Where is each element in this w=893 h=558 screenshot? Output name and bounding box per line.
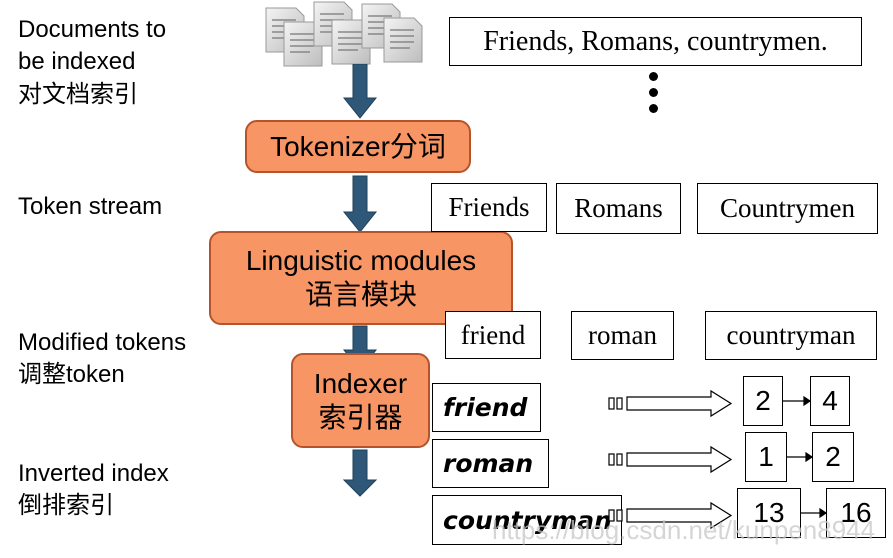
posting-box: 2 — [743, 376, 783, 426]
tokenizer-block: Tokenizer分词 — [245, 120, 471, 173]
posting-link-arrows — [783, 395, 828, 519]
watermark: https://blog.csdn.net/kunpen8944 — [492, 515, 876, 545]
pointer-arrow-icon — [608, 445, 733, 474]
linguistic-modules-block: Linguistic modules 语言模块 — [209, 231, 513, 325]
document-sheet-2 — [283, 21, 323, 67]
document-sheet-6 — [383, 17, 423, 63]
posting-box: 4 — [810, 376, 850, 426]
arrow-right-icon — [819, 507, 828, 519]
pointer-arrows — [608, 389, 733, 530]
ellipsis-dot — [649, 104, 658, 113]
pointer-arrow-icon — [608, 501, 733, 530]
indexer-label-line2: 索引器 — [318, 401, 403, 433]
posting-box: 2 — [812, 432, 854, 482]
ellipsis-dot — [649, 88, 658, 97]
posting-box: 16 — [826, 488, 886, 538]
pointer-arrow-icon — [608, 389, 733, 418]
index-term-box: friend — [432, 383, 541, 432]
indexer-label-line1: Indexer — [313, 367, 408, 399]
modified-token-box: countryman — [705, 311, 877, 360]
arrow-right-icon — [803, 395, 812, 407]
index-term-box: roman — [432, 439, 549, 488]
modified-tokens-label-line2: 调整token — [18, 361, 125, 388]
index-term-box: countryman — [432, 495, 622, 545]
arrow-right-icon — [805, 451, 814, 463]
documents-label-line1: Documents to — [18, 16, 167, 43]
modified-tokens-label-line1: Modified tokens — [18, 329, 187, 356]
indexer-block: Indexer 索引器 — [291, 353, 430, 448]
documents-icon — [265, 1, 423, 67]
down-arrow-icon — [342, 449, 378, 497]
documents-label-line3: 对文档索引 — [18, 81, 138, 108]
inverted-index-label-line2: 倒排索引 — [18, 492, 114, 519]
sentence-box: Friends, Romans, countrymen. — [449, 17, 862, 66]
posting-box: 1 — [745, 432, 787, 482]
token-box: Friends — [431, 183, 547, 232]
linguistic-label-line2: 语言模块 — [304, 279, 417, 310]
inverted-index-label-line1: Inverted index — [18, 460, 169, 487]
token-box: Romans — [556, 183, 681, 234]
tokenizer-label: Tokenizer分词 — [270, 130, 446, 162]
linguistic-label-line1: Linguistic modules — [245, 245, 477, 277]
ellipsis-dot — [649, 72, 658, 81]
down-arrow-icon — [342, 64, 378, 119]
modified-token-box: friend — [445, 311, 541, 359]
documents-label-line2: be indexed — [18, 48, 136, 75]
modified-token-box: roman — [571, 311, 674, 360]
down-arrow-icon — [342, 175, 378, 233]
posting-box: 13 — [737, 488, 801, 538]
document-sheet-4 — [331, 19, 371, 65]
token-stream-label: Token stream — [18, 193, 163, 220]
token-box: Countrymen — [697, 183, 878, 234]
